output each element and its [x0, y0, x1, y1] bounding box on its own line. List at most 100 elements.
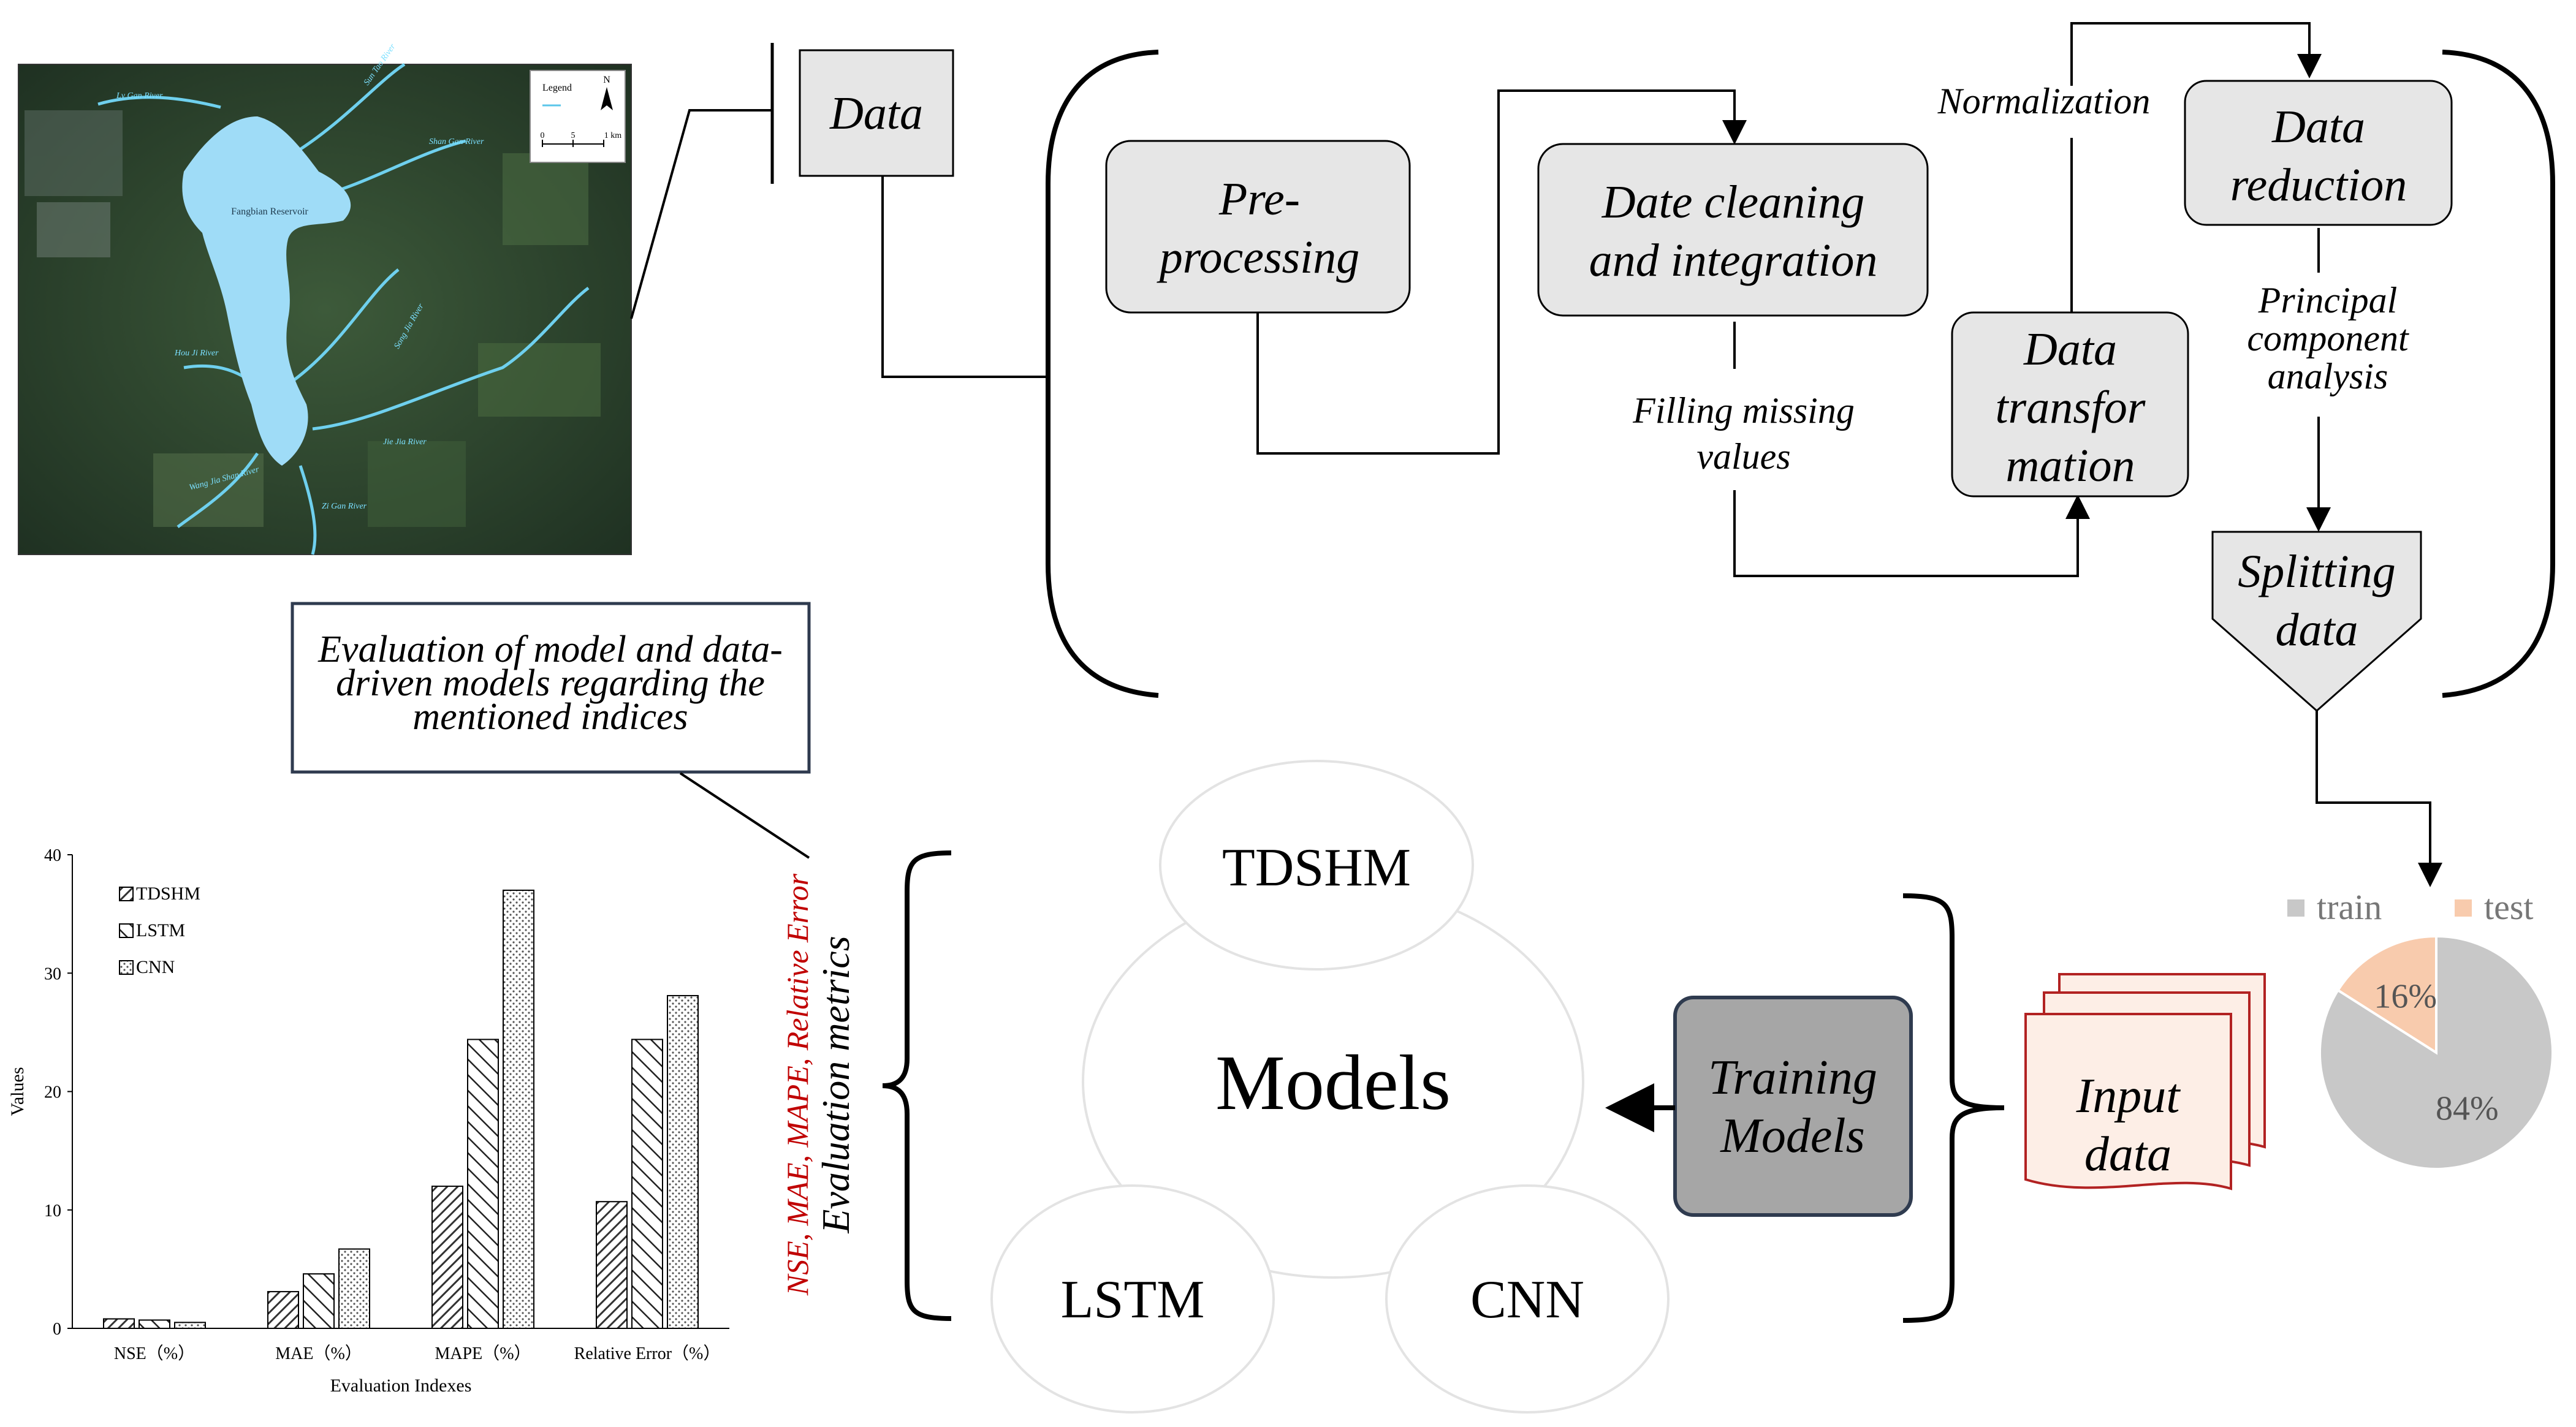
normalization-label: Normalization	[1937, 81, 2151, 121]
scale-tick: 0	[541, 131, 545, 140]
models-cluster: Models TDSHM LSTM CNN	[990, 760, 1670, 1414]
tdshm-ellipse	[1159, 760, 1474, 971]
legend-label-cnn: CNN	[136, 957, 175, 977]
bar-tdshm-2	[431, 1186, 463, 1329]
bar-lstm-2	[467, 1039, 499, 1329]
legend-label-tdshm: TDSHM	[136, 884, 200, 904]
left-curly-brace	[882, 850, 952, 1321]
scale-tick: 5	[571, 131, 576, 140]
input-data-line1: Input	[2076, 1069, 2181, 1123]
map-legend: Legend N 0 5 1 km	[530, 70, 626, 163]
bar-chart-ylabel: Values	[7, 1067, 28, 1116]
bar-chart-legend: TDSHM LSTM CNN	[119, 884, 200, 977]
river-label: Lv Gan River	[116, 91, 163, 100]
bar-chart-xticks: NSE（%）MAE（%）MAPE（%）Relative Error（%）	[114, 1344, 720, 1363]
input-data-stack: Input data	[2024, 973, 2266, 1190]
data-transformation-line3: mation	[2005, 440, 2135, 491]
pie-legend-swatch-train	[2287, 899, 2304, 917]
connector-evalbox-metrics	[679, 772, 810, 859]
bar-lstm-3	[631, 1039, 663, 1329]
pca-line3: analysis	[2268, 356, 2388, 396]
bar-tdshm-1	[267, 1291, 299, 1330]
river-label: Hou Ji River	[174, 349, 219, 358]
connector-split-pie	[2316, 711, 2442, 887]
bar-tdshm-3	[596, 1201, 628, 1330]
connector-filling-transform	[1733, 490, 2090, 577]
splitting-data-line2: data	[2275, 604, 2358, 656]
cnn-ellipse	[1385, 1184, 1670, 1414]
data-box: Data	[799, 49, 954, 177]
data-transformation-line2: transfor	[1996, 382, 2146, 433]
evaluation-box: Evaluation of model and data- driven mod…	[291, 602, 811, 774]
filling-missing-line1: Filling missing	[1632, 390, 1855, 431]
pie-slice-train	[2319, 934, 2554, 1170]
preprocessing-line2: processing	[1157, 232, 1360, 283]
data-label: Data	[829, 88, 923, 139]
bar-lstm-0	[139, 1319, 170, 1329]
bar-chart-bars	[103, 889, 699, 1330]
data-transformation-box: Data transfor mation	[1951, 311, 2189, 498]
bar-cnn-2	[503, 889, 534, 1329]
river-label: Shan Gan River	[429, 137, 484, 146]
north-label: N	[603, 75, 610, 85]
satellite-map: Fangbian Reservoir Lv Gan River Sun Tao …	[18, 42, 632, 555]
data-reduction-box: Data reduction	[2184, 80, 2453, 226]
date-cleaning-box: Date cleaning and integration	[1537, 143, 1929, 317]
right-curly-brace	[1902, 893, 2005, 1323]
pie-slices	[2319, 934, 2554, 1170]
preprocessing-box: Pre- processing	[1105, 140, 1411, 314]
y-tick-label: 10	[44, 1202, 61, 1221]
training-models-line2: Models	[1720, 1109, 1865, 1163]
left-bracket	[1046, 50, 1159, 698]
pie-legend-swatch-test	[2455, 899, 2472, 917]
legend-title: Legend	[542, 83, 572, 93]
data-transformation-line1: Data	[2023, 324, 2117, 375]
y-tick-label: 40	[44, 846, 61, 865]
connector-normalization-reduction	[2070, 22, 2322, 86]
splitting-data-box: Splitting data	[2211, 531, 2422, 713]
data-reduction-line2: reduction	[2230, 159, 2407, 211]
connector-data-brace	[881, 176, 1048, 378]
bar-tdshm-0	[103, 1318, 135, 1330]
data-reduction-line1: Data	[2271, 101, 2365, 153]
reservoir-shape	[182, 116, 351, 466]
pie-legend-test: test	[2484, 887, 2534, 927]
north-arrow-icon	[601, 87, 613, 110]
preprocessing-line1: Pre-	[1218, 173, 1300, 225]
x-tick-label: Relative Error（%）	[574, 1344, 721, 1363]
reservoir-label: Fangbian Reservoir	[231, 206, 308, 217]
pie-label-train: 84%	[2436, 1090, 2499, 1128]
legend-swatch-tdshm	[119, 887, 134, 901]
pie-chart: train test 84% 16%	[2287, 887, 2554, 1170]
input-data-line2: data	[2084, 1127, 2171, 1181]
bar-cnn-0	[174, 1322, 206, 1329]
date-cleaning-line1: Date cleaning	[1601, 176, 1864, 228]
training-models-box: Training Models	[1673, 996, 1913, 1217]
training-models-line1: Training	[1708, 1051, 1877, 1105]
lstm-ellipse	[990, 1184, 1275, 1414]
scale-tick: 1 km	[604, 131, 622, 140]
pie-slice-test	[2336, 934, 2437, 1055]
evaluation-box-line1: Evaluation of model and data-	[317, 629, 783, 670]
cnn-label: CNN	[1470, 1270, 1584, 1330]
pca-line1: Principal	[2258, 280, 2398, 320]
river-label: Jie Jia River	[383, 437, 427, 447]
models-label: Models	[1215, 1039, 1451, 1126]
pca-line2: component	[2247, 318, 2409, 358]
pie-legend-train: train	[2317, 887, 2382, 927]
x-tick-label: NSE（%）	[114, 1344, 195, 1363]
date-cleaning-line2: and integration	[1589, 235, 1878, 286]
evaluation-box-line3: mentioned indices	[412, 696, 688, 738]
x-tick-label: MAE（%）	[275, 1344, 362, 1363]
legend-label-lstm: LSTM	[136, 920, 185, 941]
y-tick-label: 30	[44, 964, 61, 983]
river-label: Zi Gan River	[322, 502, 367, 511]
bar-cnn-3	[667, 994, 699, 1329]
bar-chart-xlabel: Evaluation Indexes	[330, 1376, 472, 1396]
lstm-label: LSTM	[1061, 1270, 1205, 1330]
y-tick-label: 0	[53, 1320, 61, 1339]
tdshm-label: TDSHM	[1222, 838, 1411, 898]
